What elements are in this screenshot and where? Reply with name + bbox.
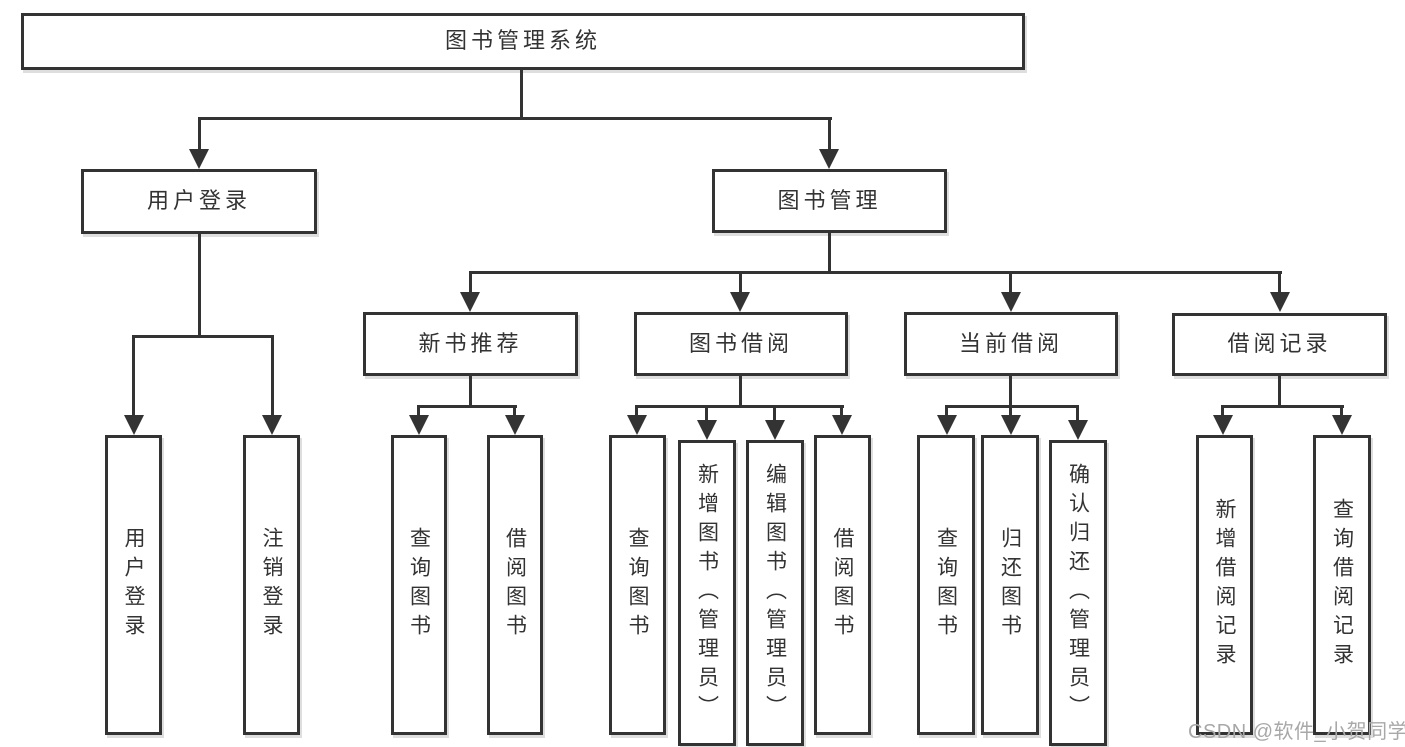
node-new-book-recommend-label: 新书推荐	[418, 330, 523, 356]
leaf-user-login-label: 用户登录	[122, 527, 145, 643]
connector-line	[635, 405, 638, 419]
connector-line	[417, 405, 420, 419]
leaf-add-borrow-record-label: 新增借阅记录	[1213, 498, 1236, 672]
connector-line	[739, 271, 742, 294]
leaf-return-books: 归还图书	[981, 435, 1039, 735]
leaf-recommend-borrow-books: 借阅图书	[487, 435, 543, 735]
leaf-borrowing-query-books: 查询图书	[609, 435, 666, 735]
node-library-system: 图书管理系统	[21, 13, 1025, 70]
leaf-user-login: 用户登录	[105, 435, 162, 735]
node-user-login-label: 用户登录	[146, 188, 251, 214]
connector-arrow	[409, 415, 429, 435]
connector-arrow	[1213, 415, 1233, 435]
watermark: CSDN @软件_小贺同学	[1188, 721, 1405, 743]
connector-line	[1278, 271, 1281, 294]
leaf-query-borrow-record-label: 查询借阅记录	[1330, 498, 1354, 672]
leaf-borrowing-borrow-books: 借阅图书	[814, 435, 871, 735]
node-library-system-label: 图书管理系统	[444, 28, 601, 54]
node-borrow-records: 借阅记录	[1172, 313, 1387, 376]
connector-line	[1221, 405, 1224, 419]
connector-arrow	[627, 415, 647, 435]
connector-line	[840, 405, 843, 419]
leaf-logout-label: 注销登录	[260, 527, 283, 643]
node-new-book-recommend: 新书推荐	[363, 312, 578, 376]
node-book-borrowing-label: 图书借阅	[688, 330, 793, 356]
leaf-add-borrow-record: 新增借阅记录	[1196, 435, 1253, 735]
leaf-query-borrow-record: 查询借阅记录	[1313, 435, 1371, 735]
leaf-confirm-return-admin: 确认归还（管理员）	[1049, 440, 1107, 746]
connector-line	[417, 405, 517, 408]
leaf-add-books-admin: 新增图书（管理员）	[678, 440, 736, 746]
connector-line	[1009, 271, 1012, 294]
connector-line	[198, 233, 201, 338]
connector-arrow	[262, 415, 282, 435]
node-current-borrowing: 当前借阅	[904, 312, 1118, 376]
connector-line	[1340, 405, 1343, 419]
connector-line	[469, 271, 1282, 274]
connector-arrow	[124, 415, 144, 435]
connector-arrow	[832, 415, 852, 435]
connector-line	[271, 335, 274, 417]
connector-line	[739, 375, 742, 407]
connector-arrow	[1068, 420, 1088, 440]
node-book-management: 图书管理	[712, 169, 947, 233]
leaf-edit-books-admin-label: 编辑图书（管理员）	[763, 462, 787, 724]
leaf-recommend-query-books-label: 查询图书	[407, 527, 431, 643]
connector-line	[132, 335, 274, 338]
connector-arrow	[460, 292, 480, 312]
node-user-login: 用户登录	[81, 169, 317, 234]
connector-arrow	[730, 292, 750, 312]
connector-arrow	[505, 415, 525, 435]
connector-line	[705, 405, 708, 421]
connector-arrow	[1332, 415, 1352, 435]
leaf-logout: 注销登录	[243, 435, 300, 735]
leaf-recommend-borrow-books-label: 借阅图书	[503, 527, 527, 643]
connector-arrow	[1270, 292, 1290, 312]
connector-arrow	[765, 420, 785, 440]
connector-line	[1278, 375, 1281, 407]
leaf-current-query-books-label: 查询图书	[934, 527, 958, 643]
connector-line	[1076, 405, 1079, 421]
connector-arrow	[1001, 292, 1021, 312]
connector-line	[828, 232, 831, 273]
connector-arrow	[697, 420, 717, 440]
leaf-confirm-return-admin-label: 确认归还（管理员）	[1066, 462, 1090, 724]
connector-arrow	[189, 149, 209, 169]
connector-arrow	[937, 415, 957, 435]
connector-line	[828, 117, 831, 155]
connector-line	[198, 117, 832, 120]
connector-arrow	[1001, 415, 1021, 435]
leaf-borrowing-query-books-label: 查询图书	[626, 527, 649, 643]
connector-line	[945, 405, 948, 419]
connector-line	[469, 271, 472, 294]
connector-line	[520, 68, 523, 119]
connector-line	[1009, 375, 1012, 407]
leaf-recommend-query-books: 查询图书	[391, 435, 447, 735]
connector-line	[198, 117, 201, 155]
leaf-return-books-label: 归还图书	[998, 527, 1022, 643]
connector-line	[513, 405, 516, 419]
leaf-current-query-books: 查询图书	[917, 435, 975, 735]
leaf-add-books-admin-label: 新增图书（管理员）	[695, 462, 719, 724]
connector-line	[1221, 405, 1344, 408]
connector-line	[132, 335, 135, 417]
connector-arrow	[819, 149, 839, 169]
connector-line	[469, 375, 472, 407]
node-book-borrowing: 图书借阅	[634, 312, 848, 376]
connector-line	[635, 405, 844, 408]
node-current-borrowing-label: 当前借阅	[958, 330, 1063, 356]
leaf-edit-books-admin: 编辑图书（管理员）	[746, 440, 804, 746]
connector-line	[773, 405, 776, 421]
leaf-borrowing-borrow-books-label: 借阅图书	[831, 527, 854, 643]
node-borrow-records-label: 借阅记录	[1227, 331, 1332, 357]
node-book-management-label: 图书管理	[777, 187, 882, 213]
connector-line	[1009, 405, 1012, 419]
